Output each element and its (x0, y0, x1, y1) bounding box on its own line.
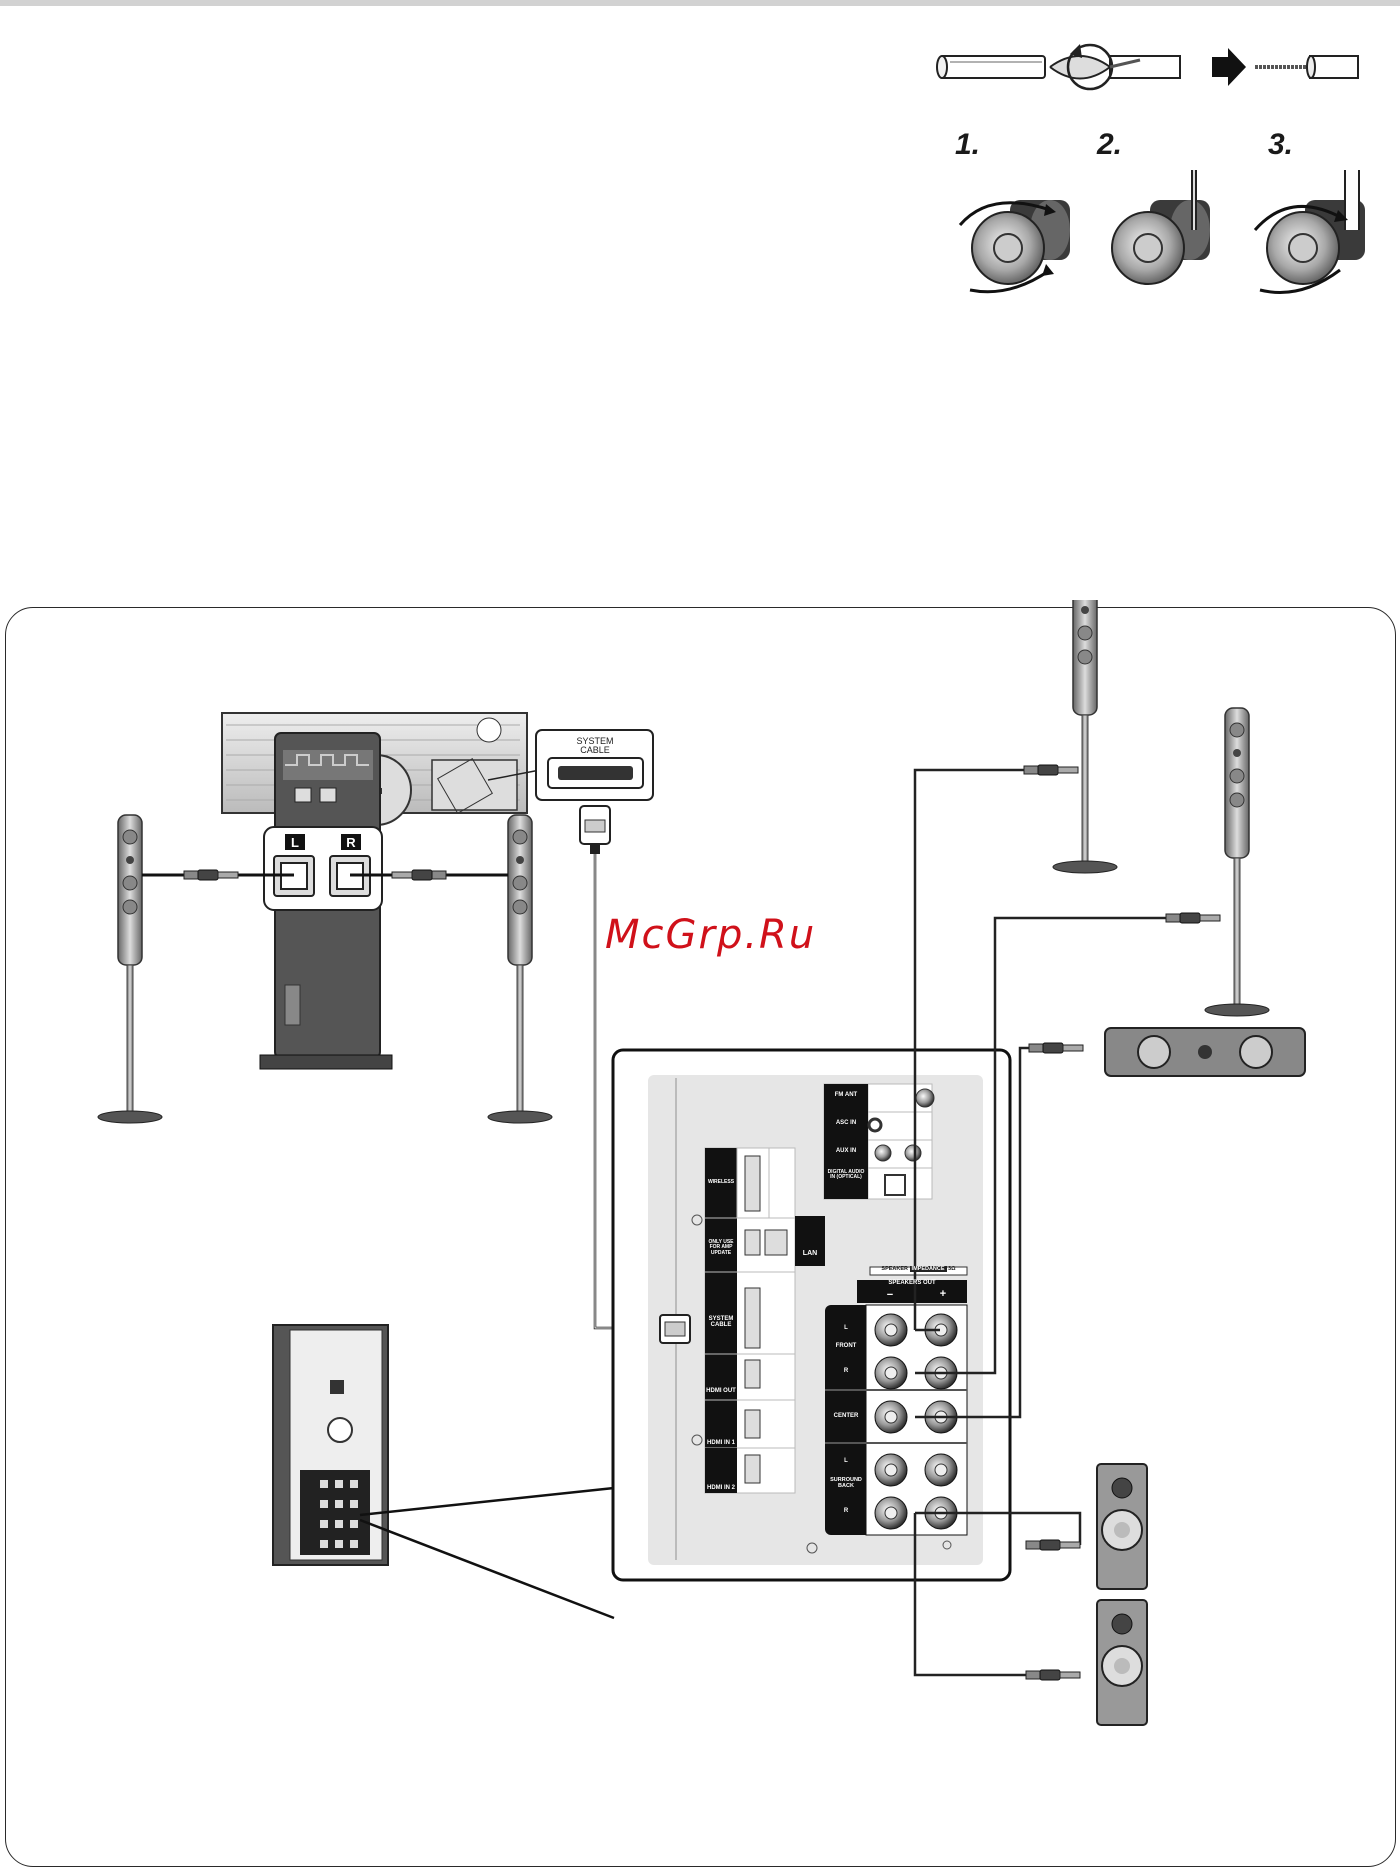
step-3-label: 3. (1268, 128, 1293, 162)
terminal-loosen-icon (960, 200, 1070, 292)
plus-label: + (928, 1289, 958, 1301)
fm-ant-label: FM ANT (824, 1092, 868, 1098)
front-r-label: R (826, 1368, 866, 1374)
wire-preparation-illustration (930, 40, 1360, 120)
left-terminal-label: L (291, 835, 299, 850)
speaker-impedance-prefix: SPEAKER (881, 1266, 908, 1272)
terminal-insert-wire-icon (1112, 170, 1210, 284)
speaker-impedance-value: 3Ω (948, 1266, 955, 1272)
hdmi-in-1-label: HDMI IN 1 (705, 1440, 737, 1446)
front-label: FRONT (826, 1343, 866, 1349)
receiver-inputs-block (824, 1084, 934, 1199)
surround-back-left-speaker (1097, 1464, 1147, 1589)
cable-stripped-icon (1255, 56, 1358, 78)
right-tall-speaker (488, 815, 552, 1123)
lr-terminal-callout (264, 827, 382, 910)
wireless-label: WIRELESS (705, 1180, 737, 1185)
lan-label: LAN (795, 1250, 825, 1257)
terminal-steps-illustration (950, 170, 1370, 310)
aux-in-label: AUX IN (824, 1148, 868, 1154)
terminal-tighten-icon (1255, 170, 1365, 293)
hdmi-out-label: HDMI OUT (705, 1388, 737, 1394)
receiver-system-cable-plug (660, 1315, 690, 1343)
surround-back-right-speaker (1097, 1600, 1147, 1725)
hdmi-in-2-label: HDMI IN 2 (705, 1485, 737, 1491)
right-terminal-label: R (346, 835, 356, 850)
step-2-label: 2. (1097, 128, 1122, 162)
speaker-impedance-label: SPEAKER IMPEDANCE 3Ω (870, 1266, 967, 1272)
front-l-label: L (826, 1325, 866, 1331)
cable-stripping-icon (1050, 44, 1180, 89)
arrow-right-icon (1212, 48, 1246, 86)
system-cable-connector (580, 806, 610, 854)
center-speaker (1105, 1028, 1305, 1076)
left-tall-speaker (98, 815, 162, 1123)
center-label: CENTER (826, 1413, 866, 1419)
step-1-label: 1. (955, 128, 980, 162)
top-rule (0, 0, 1400, 6)
surround-back-label: SURROUND BACK (828, 1478, 864, 1490)
subwoofer-rear-panel (273, 1325, 388, 1565)
speakers-out-label: SPEAKERS OUT (857, 1280, 967, 1286)
asc-in-label: ASC IN (824, 1120, 868, 1126)
digital-audio-in-label: DIGITAL AUDIO IN (OPTICAL) (826, 1170, 866, 1181)
system-cable-callout-label: SYSTEM CABLE (545, 737, 645, 756)
front-left-tall-speaker (1053, 600, 1117, 873)
front-right-tall-speaker (1205, 708, 1269, 1016)
only-use-for-amp-update-label: ONLY USE FOR AMP UPDATE (705, 1240, 737, 1256)
speaker-impedance-mid: IMPEDANCE (910, 1266, 947, 1272)
surround-back-r-label: R (826, 1508, 866, 1514)
minus-label: − (875, 1290, 905, 1302)
connection-diagram: L R (0, 600, 1400, 1870)
surround-back-l-label: L (826, 1458, 866, 1464)
system-cable-label: SYSTEM CABLE (705, 1316, 737, 1329)
watermark: McGrp.Ru (605, 912, 816, 958)
cable-insulated-icon (937, 56, 1045, 78)
speakers-out-block (825, 1267, 967, 1535)
